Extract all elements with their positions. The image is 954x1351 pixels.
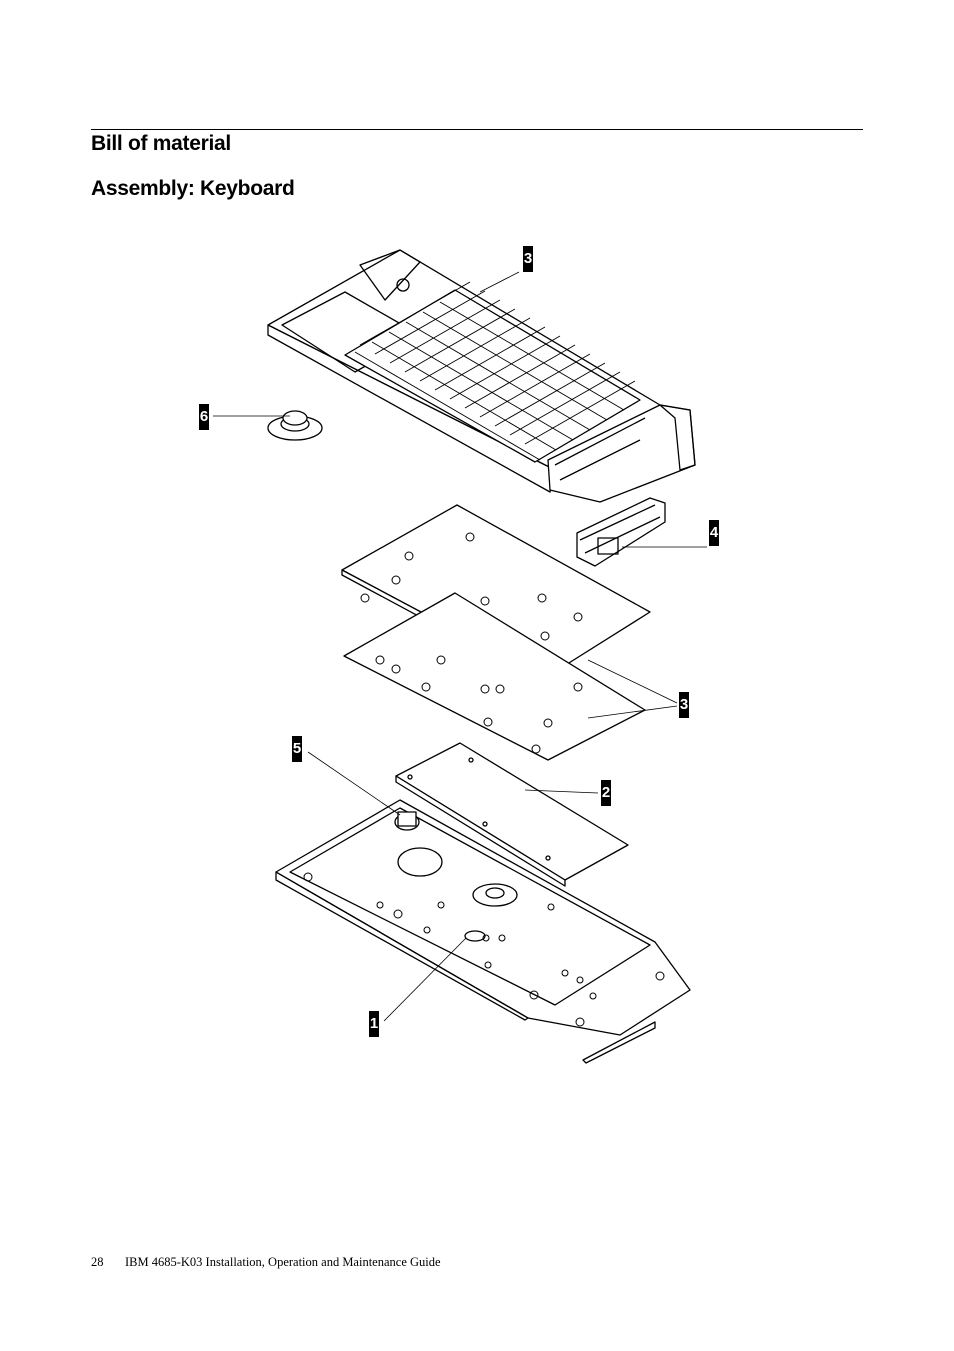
leader-lines xyxy=(213,271,707,1022)
scanner-module xyxy=(576,497,666,567)
callout-6: 6 xyxy=(199,404,209,430)
header-rule xyxy=(91,129,863,130)
callout-3-plates: 3 xyxy=(679,692,689,718)
page-number: 28 xyxy=(91,1255,104,1269)
bottom-case xyxy=(275,799,691,1064)
keyboard-top-housing xyxy=(267,249,696,503)
circuit-board xyxy=(395,742,629,887)
assembly-subtitle: Assembly: Keyboard xyxy=(91,177,295,200)
callout-3-top: 3 xyxy=(523,246,533,272)
footer-doc-title: IBM 4685-K03 Installation, Operation and… xyxy=(125,1255,441,1269)
section-title: Bill of material xyxy=(91,132,231,155)
callout-1: 1 xyxy=(369,1011,379,1037)
dome-part xyxy=(267,410,323,441)
callout-2: 2 xyxy=(601,780,611,806)
callout-4: 4 xyxy=(709,520,719,546)
callout-5: 5 xyxy=(292,736,302,762)
